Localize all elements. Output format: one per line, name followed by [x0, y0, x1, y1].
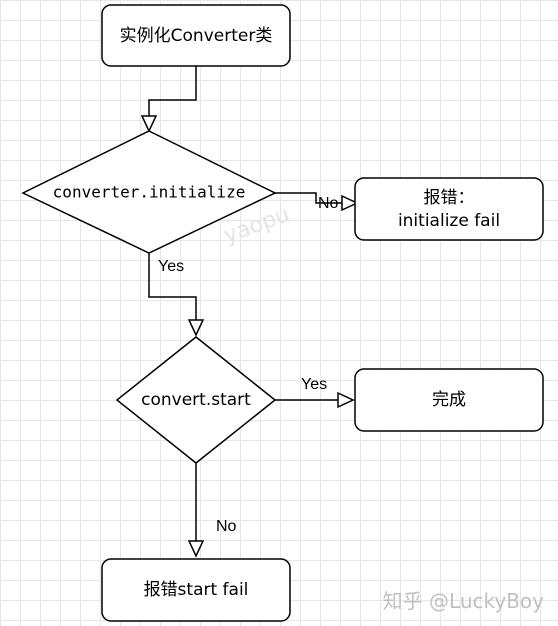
node-error-initialize[interactable]: 报错： initialize fail	[354, 177, 544, 241]
edge-label-start-yes: Yes	[301, 376, 327, 393]
node-error-initialize-box	[354, 177, 544, 241]
node-complete-box	[354, 368, 544, 432]
node-error-start-label: 报错start fail	[144, 580, 249, 600]
edge-label-initialize-no: No	[318, 195, 339, 212]
zhihu-watermark: 知乎 @LuckyBoy	[383, 589, 544, 613]
node-complete[interactable]: 完成	[354, 368, 544, 432]
node-initialize-check-diamond	[21, 130, 277, 254]
node-start-check-label: convert.start	[141, 390, 251, 410]
arrowhead-error-start	[187, 540, 205, 558]
node-error-start-box	[101, 558, 291, 622]
node-error-start[interactable]: 报错start fail	[101, 558, 291, 622]
arrowhead-start-check	[187, 319, 205, 337]
node-instantiate-label: 实例化Converter类	[120, 26, 273, 46]
node-initialize-check-label: converter.initialize	[53, 183, 246, 202]
edge-instantiate-to-initialize	[148, 66, 197, 118]
node-start-check-diamond	[115, 336, 277, 464]
arrowhead-error-initialize	[341, 194, 359, 212]
node-instantiate[interactable]: 实例化Converter类	[101, 4, 291, 67]
edge-label-start-no: No	[216, 518, 237, 535]
arrowhead-initialize	[140, 115, 158, 133]
edge-label-initialize-yes: Yes	[158, 258, 184, 275]
arrowhead-complete	[337, 391, 355, 409]
node-instantiate-box	[101, 4, 291, 67]
node-start-check[interactable]: convert.start	[115, 336, 277, 464]
node-initialize-check[interactable]: converter.initialize	[21, 130, 277, 254]
node-complete-label: 完成	[432, 390, 466, 410]
edge-initialize-yes	[148, 253, 197, 322]
node-error-initialize-line2: initialize fail	[398, 211, 500, 231]
node-error-initialize-line1: 报错：	[424, 188, 475, 208]
edge-initialize-no	[275, 192, 344, 204]
